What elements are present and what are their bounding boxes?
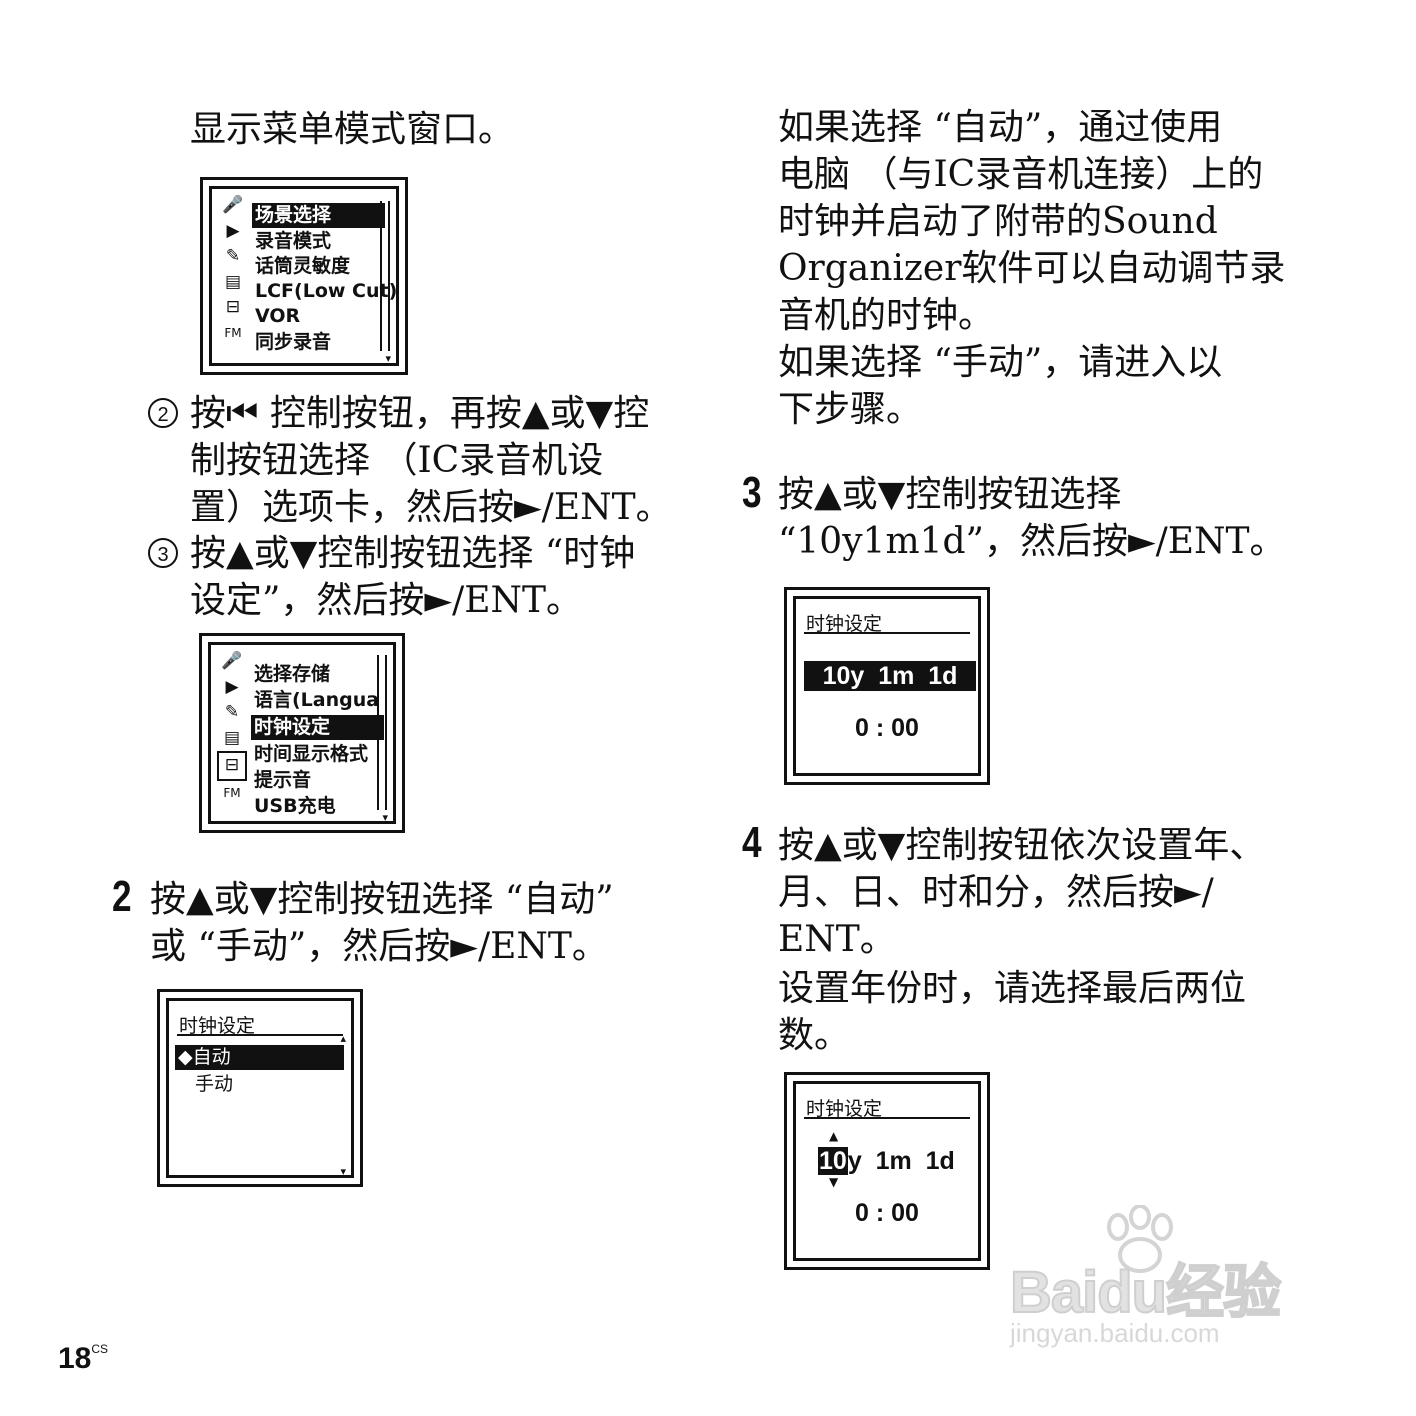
- menu-scrollbar[interactable]: [380, 201, 390, 351]
- toolbox-icon: ⊟: [225, 297, 241, 317]
- year-para-line-2: 数。: [778, 1015, 851, 1056]
- auto-para-line-4: Organizer软件可以自动调节录: [778, 248, 1286, 289]
- microphone-icon: 🎤: [221, 651, 243, 671]
- auto-para-line-5: 音机的时钟。: [778, 295, 995, 336]
- auto-para-line-3: 时钟并启动了附带的Sound: [778, 201, 1218, 242]
- page-number: 18CS: [58, 1342, 108, 1376]
- manual-para-line-1: 如果选择 “手动”，请进入以: [778, 342, 1223, 383]
- option-auto[interactable]: ◆自动: [175, 1045, 344, 1070]
- page-suffix: CS: [91, 1342, 109, 1356]
- baidu-paw-icon: [1107, 1205, 1173, 1273]
- menu-item-lcf[interactable]: LCF(Low Cut): [255, 280, 398, 302]
- display-icon: ▤: [223, 727, 241, 748]
- page-number-value: 18: [58, 1342, 92, 1375]
- step-2-number: 2: [112, 872, 132, 921]
- fm-icon: FM: [224, 325, 242, 340]
- menu-tab-icons: 🎤 ▶ ✎ ▤ ⊟ FM: [218, 193, 248, 346]
- sub-step-2-line-2: 制按钮选择 （IC录音机设: [190, 440, 604, 481]
- step-3-line-1: 按▲或▼控制按钮选择: [778, 474, 1122, 515]
- menu-item-sync-rec[interactable]: 同步录音: [255, 331, 332, 353]
- menu-item-vor[interactable]: VOR: [255, 305, 301, 327]
- scroll-down-icon: ▾: [382, 811, 388, 824]
- time-value[interactable]: 0 : 00: [855, 1199, 919, 1227]
- menu-item-clock-setting[interactable]: 时钟设定: [251, 715, 384, 740]
- menu-screen-scene: 🎤 ▶ ✎ ▤ ⊟ FM 场景选择 录音模式 话筒灵敏度 LCF(Low Cut…: [200, 177, 408, 375]
- step-4-line-1: 按▲或▼控制按钮依次设置年、: [778, 825, 1266, 866]
- menu-scrollbar-2[interactable]: [377, 655, 387, 810]
- step-2-line-2: 或 “手动”，然后按►/ENT。: [150, 926, 608, 967]
- step-3-line-2: “10y1m1d”，然后按►/ENT。: [778, 521, 1286, 562]
- date-value-selected[interactable]: 10y 1m 1d: [804, 661, 976, 691]
- clock-setting-year-screen: 时钟设定 ▲ 10y 1m 1d ▼ 0 : 00: [784, 1072, 990, 1270]
- year-value-selected[interactable]: 10: [818, 1147, 848, 1175]
- sub-step-2-line-3: 置）选项卡，然后按►/ENT。: [190, 487, 672, 528]
- clock-setting-title: 时钟设定: [806, 1098, 883, 1120]
- menu-item-mic-sensitivity[interactable]: 话筒灵敏度: [255, 255, 351, 277]
- scroll-down-icon: ▾: [340, 1165, 346, 1178]
- sub-step-3-line-1: 按▲或▼控制按钮选择 “时钟: [190, 533, 636, 574]
- clock-setting-date-screen: 时钟设定 10y 1m 1d 0 : 00: [784, 587, 990, 785]
- menu-item-language[interactable]: 语言(Langua: [254, 689, 380, 711]
- title-divider: [177, 1034, 343, 1036]
- time-value[interactable]: 0 : 00: [855, 714, 919, 742]
- microphone-icon: 🎤: [222, 195, 244, 215]
- scroll-up-icon: ▴: [340, 1032, 346, 1045]
- menu-tab-icons-2: 🎤 ▶ ✎ ▤ ⊟ FM: [217, 649, 247, 806]
- step-4-number: 4: [742, 818, 762, 867]
- menu-item-scene-select[interactable]: 场景选择: [252, 203, 385, 228]
- menu-item-time-format[interactable]: 时间显示格式: [254, 743, 369, 765]
- year-down-arrow-icon[interactable]: ▼: [829, 1175, 839, 1189]
- intro-text: 显示菜单模式窗口。: [190, 109, 515, 150]
- auto-para-line-1: 如果选择 “自动”，通过使用: [778, 107, 1223, 148]
- play-icon: ▶: [226, 220, 240, 241]
- menu-screen-settings: 🎤 ▶ ✎ ▤ ⊟ FM 选择存储 语言(Langua 时钟设定 时间显示格式 …: [199, 633, 405, 833]
- sub-step-3-number: 3: [148, 538, 178, 568]
- sub-step-2-number: 2: [148, 398, 178, 428]
- step-4-line-3: ENT。: [778, 919, 896, 960]
- auto-para-line-2: 电脑 （与IC录音机连接）上的: [778, 154, 1264, 195]
- clock-setting-title: 时钟设定: [179, 1015, 256, 1037]
- scroll-down-icon: ▾: [385, 352, 391, 365]
- menu-item-beep[interactable]: 提示音: [254, 769, 312, 791]
- title-divider: [804, 1117, 970, 1119]
- date-value-editing[interactable]: 10y 1m 1d: [818, 1146, 955, 1176]
- date-rest: y 1m 1d: [847, 1147, 955, 1175]
- year-para-line-1: 设置年份时，请选择最后两位: [778, 968, 1247, 1009]
- step-4-line-2: 月、日、时和分，然后按►/: [778, 872, 1214, 913]
- menu-item-rec-mode[interactable]: 录音模式: [255, 230, 332, 252]
- display-icon: ▤: [224, 271, 242, 292]
- clock-setting-mode-screen: 时钟设定 ◆自动 手动 ▴ ▾: [157, 989, 363, 1187]
- step-2-line-1: 按▲或▼控制按钮选择 “自动”: [150, 879, 614, 920]
- watermark-url: jingyan.baidu.com: [1010, 1318, 1220, 1348]
- edit-icon: ✎: [225, 246, 241, 266]
- title-divider: [804, 632, 970, 634]
- sub-step-3-line-2: 设定”，然后按►/ENT。: [190, 580, 583, 621]
- menu-item-select-storage[interactable]: 选择存储: [254, 663, 331, 685]
- fm-icon: FM: [223, 785, 241, 800]
- menu-item-usb-charge[interactable]: USB充电: [254, 795, 336, 817]
- watermark-brand: Baidu经验: [1009, 1259, 1282, 1326]
- edit-icon: ✎: [224, 702, 240, 722]
- clock-setting-title: 时钟设定: [806, 613, 883, 635]
- sub-step-2-line-1: 按⏮ 控制按钮，再按▲或▼控: [190, 393, 650, 434]
- play-icon: ▶: [225, 676, 239, 697]
- year-up-arrow-icon[interactable]: ▲: [829, 1129, 839, 1143]
- manual-para-line-2: 下步骤。: [778, 389, 923, 430]
- option-manual[interactable]: 手动: [195, 1073, 234, 1095]
- step-3-number: 3: [742, 468, 762, 517]
- toolbox-icon: ⊟: [217, 751, 247, 781]
